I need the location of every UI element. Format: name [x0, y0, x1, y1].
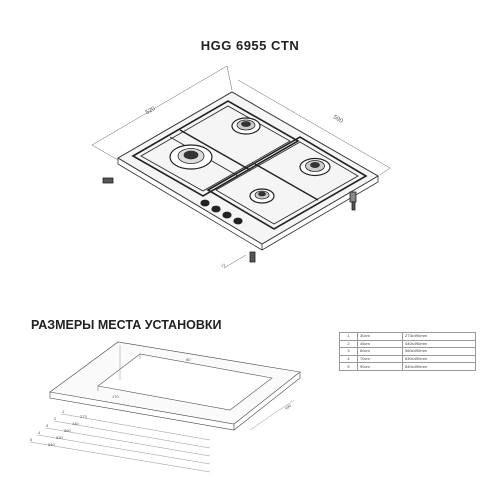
hob-drawing — [91, 65, 391, 269]
row-number: 4 — [339, 354, 358, 364]
burner-top — [231, 117, 261, 135]
hob-size: 45cm — [357, 339, 403, 349]
cutout-level-1: 1 — [62, 409, 65, 414]
row-number: 5 — [339, 362, 358, 371]
table-row: 3 60cm 560x490mm — [339, 347, 476, 356]
cutout-top-label: 60 — [186, 357, 191, 362]
hob-size: 60cm — [357, 347, 403, 356]
cutout-size-table: 1 30cm 273x490mm 2 45cm 440x490mm 3 60cm… — [339, 332, 476, 371]
cutout-size: 840x490mm — [402, 362, 476, 371]
cutout-width-2: 440 — [72, 421, 79, 426]
cutout-size: 630x490mm — [402, 354, 476, 364]
cutout-width-5: 840 — [48, 442, 55, 447]
row-number: 2 — [339, 339, 358, 349]
cutout-width-3: 560 — [64, 428, 71, 433]
cutout-level-3: 3 — [46, 423, 49, 428]
cutout-right-label: 490 — [284, 402, 293, 410]
burner-large — [169, 144, 213, 170]
hob-size: 30cm — [357, 332, 403, 341]
depth-dimension-label: 590 — [332, 115, 344, 126]
table-row: 4 70cm 630x490mm — [339, 354, 476, 364]
dimension-lines — [91, 65, 391, 269]
model-title: HGG 6955 CTN — [200, 38, 300, 53]
burner-small — [249, 188, 275, 204]
cutout-height-label: 170 — [112, 394, 119, 399]
hob-size: 90cm — [357, 362, 403, 371]
installation-dimensions-title: РАЗМЕРЫ МЕСТА УСТАНОВКИ — [31, 318, 222, 332]
bottom-dimension-label: 72 — [220, 262, 227, 269]
table-row: 5 90cm 840x490mm — [339, 362, 476, 371]
cutout-drawing — [29, 341, 301, 473]
table-row: 2 45cm 440x490mm — [339, 339, 476, 349]
cutout-size: 273x490mm — [402, 332, 476, 341]
cutout-level-4: 4 — [38, 430, 41, 435]
cutout-width-1: 273 — [80, 414, 87, 419]
burner-right — [299, 157, 331, 177]
cutout-size: 560x490mm — [402, 347, 476, 356]
width-dimension-label: 520 — [145, 106, 157, 117]
table-row: 1 30cm 273x490mm — [339, 332, 476, 341]
cutout-size: 440x490mm — [402, 339, 476, 349]
row-number: 3 — [339, 347, 358, 356]
hob-size: 70cm — [357, 354, 403, 364]
cutout-width-4: 630 — [56, 435, 63, 440]
gas-connector — [102, 177, 357, 263]
control-knobs — [200, 199, 243, 225]
cutout-level-5: 5 — [30, 437, 33, 442]
row-number: 1 — [339, 332, 358, 341]
cutout-level-2: 2 — [54, 416, 57, 421]
